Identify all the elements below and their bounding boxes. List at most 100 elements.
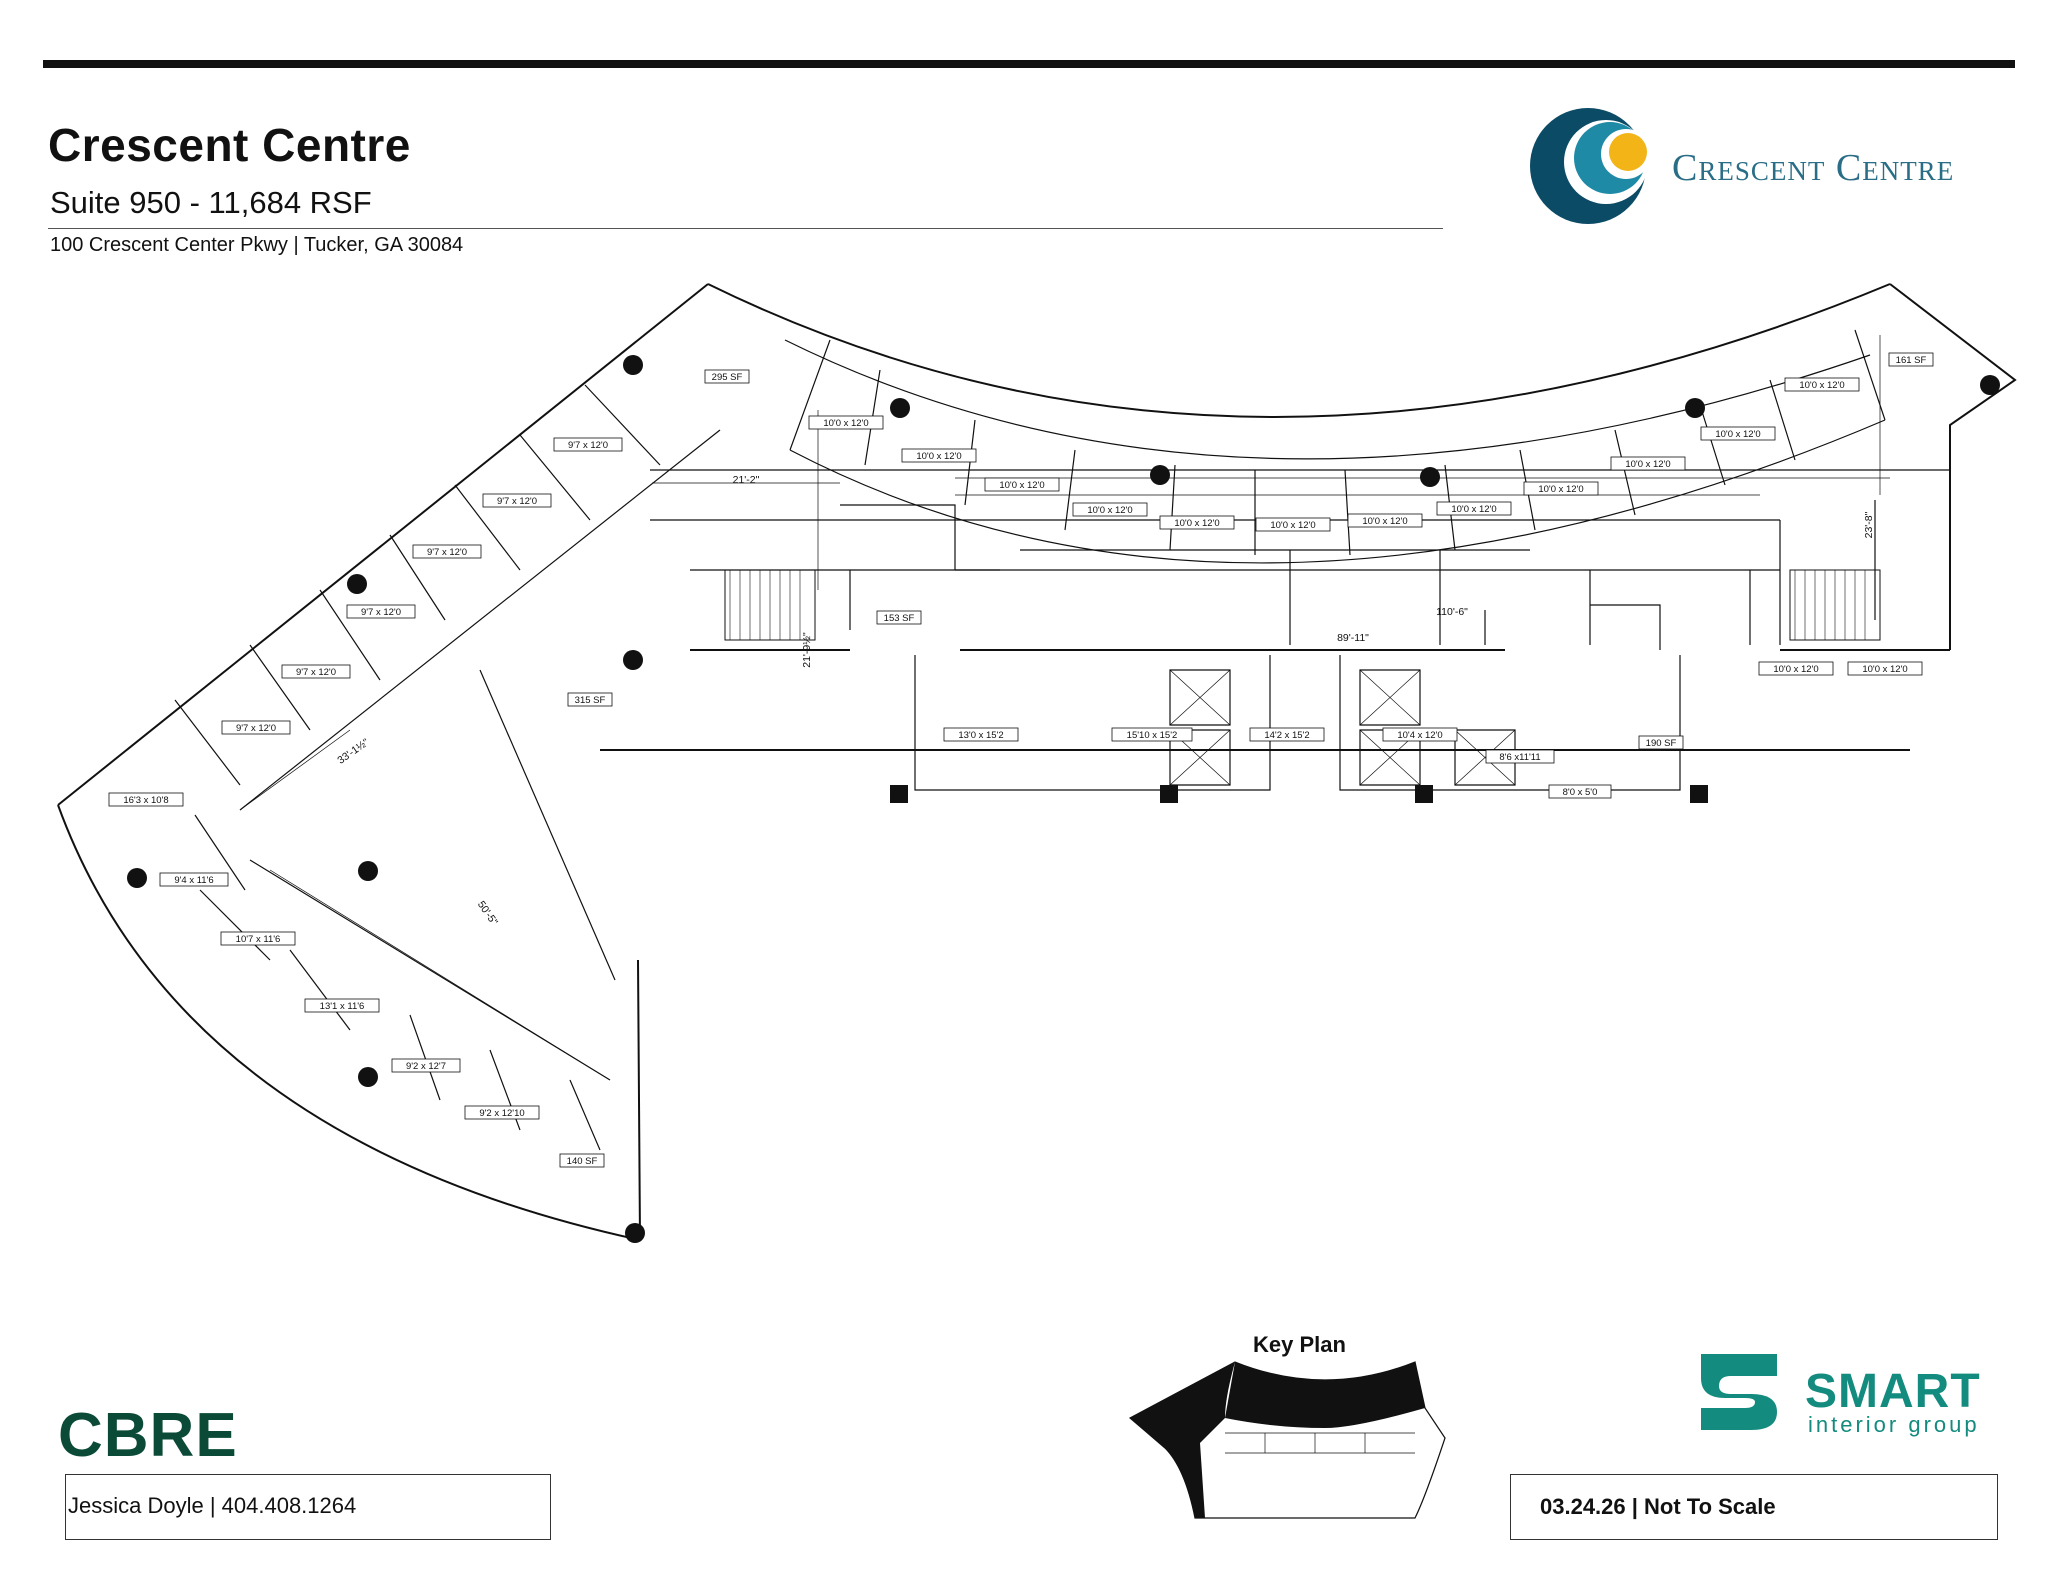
svg-text:9'7 x 12'0: 9'7 x 12'0 [361, 607, 401, 618]
smart-logo-tagline: interior group [1808, 1412, 1980, 1437]
svg-text:9'7 x 12'0: 9'7 x 12'0 [568, 440, 608, 451]
svg-text:153 SF: 153 SF [884, 613, 915, 624]
room-label: 13'1 x 11'6 [304, 998, 380, 1013]
svg-text:14'2 x 15'2: 14'2 x 15'2 [1264, 730, 1309, 741]
room-label: 140 SF [559, 1153, 605, 1168]
crescent-logo-text: Crescent Centre [1672, 147, 1955, 189]
room-label: 9'7 x 12'0 [412, 544, 482, 559]
svg-text:8'0 x 5'0: 8'0 x 5'0 [1563, 787, 1598, 798]
svg-text:10'0 x 12'0: 10'0 x 12'0 [999, 480, 1044, 491]
room-label: 9'7 x 12'0 [281, 664, 351, 679]
room-label: 13'0 x 15'2 [943, 727, 1019, 742]
svg-text:10'0 x 12'0: 10'0 x 12'0 [1715, 429, 1760, 440]
svg-text:10'0 x 12'0: 10'0 x 12'0 [1087, 505, 1132, 516]
header-divider [48, 228, 1443, 229]
room-label: 9'2 x 12'10 [464, 1105, 540, 1120]
room-label: 315 SF [567, 692, 613, 707]
room-label: 10'0 x 12'0 [1784, 377, 1860, 392]
smart-logo-text: SMART [1805, 1365, 1981, 1418]
smart-logo-icon [1701, 1354, 1777, 1430]
svg-text:10'0 x 12'0: 10'0 x 12'0 [1799, 380, 1844, 391]
dimension-labels: 21'-2"21'-9½"110'-6"89'-11"23'-8"33'-1½"… [335, 474, 1875, 928]
west-arc-wall [57, 804, 641, 1241]
svg-text:10'0 x 12'0: 10'0 x 12'0 [916, 451, 961, 462]
room-label: 10'0 x 12'0 [984, 477, 1060, 492]
contact-box [65, 1474, 551, 1540]
room-label: 10'0 x 12'0 [808, 415, 884, 430]
dimension-label: 23'-8" [1863, 511, 1875, 538]
svg-text:10'4 x 12'0: 10'4 x 12'0 [1397, 730, 1442, 741]
dimension-label: 50'-5" [475, 899, 500, 928]
room-label: 10'0 x 12'0 [1347, 513, 1423, 528]
page-title: Crescent Centre [48, 119, 411, 171]
dimension-label: 33'-1½" [335, 736, 371, 766]
svg-text:10'0 x 12'0: 10'0 x 12'0 [1862, 664, 1907, 675]
crescent-logo-icon [1530, 108, 1651, 224]
svg-text:10'0 x 12'0: 10'0 x 12'0 [1625, 459, 1670, 470]
north-arc-wall [707, 283, 1891, 418]
svg-text:10'7 x 11'6: 10'7 x 11'6 [236, 934, 281, 945]
address: 100 Crescent Center Pkwy | Tucker, GA 30… [50, 234, 464, 256]
svg-text:9'7 x 12'0: 9'7 x 12'0 [497, 496, 537, 507]
room-label: 9'4 x 11'6 [159, 872, 229, 887]
room-label: 15'10 x 15'2 [1111, 727, 1193, 742]
room-label: 190 SF [1638, 735, 1684, 750]
svg-text:9'7 x 12'0: 9'7 x 12'0 [236, 723, 276, 734]
svg-text:10'0 x 12'0: 10'0 x 12'0 [823, 418, 868, 429]
cbre-logo: CBRE [58, 1401, 238, 1470]
room-label: 10'0 x 12'0 [1758, 661, 1834, 676]
floor-plan: 295 SF 9'7 x 12'0 9'7 x 12'0 9'7 x 12'0 9'7 … [57, 283, 2017, 1243]
room-label: 14'2 x 15'2 [1249, 727, 1325, 742]
room-label: 295 SF [704, 369, 750, 384]
svg-text:9'4 x 11'6: 9'4 x 11'6 [174, 875, 213, 886]
room-label: 161 SF [1888, 352, 1934, 367]
date-box [1510, 1474, 1998, 1540]
dimension-label: 21'-2" [733, 474, 760, 486]
open-area-wall [479, 669, 616, 981]
north-arc-inner [784, 339, 1871, 460]
date-scale-note: 03.24.26 | Not To Scale [1540, 1494, 1776, 1519]
room-labels: 295 SF 9'7 x 12'0 9'7 x 12'0 9'7 x 12'0 9'7 … [108, 352, 1934, 1168]
svg-text:9'2 x 12'7: 9'2 x 12'7 [406, 1061, 446, 1072]
west-corridor-wall-north [239, 429, 721, 811]
svg-text:15'10 x 15'2: 15'10 x 15'2 [1127, 730, 1178, 741]
broker-contact: Jessica Doyle | 404.408.1264 [68, 1493, 357, 1518]
room-label: 10'0 x 12'0 [1436, 501, 1512, 516]
dimension-label: 110'-6" [1436, 606, 1468, 618]
key-plan-title: Key Plan [1253, 1332, 1346, 1357]
svg-text:161 SF: 161 SF [1896, 355, 1927, 366]
southwest-wall [637, 959, 641, 1241]
room-label: 9'2 x 12'7 [391, 1058, 461, 1073]
svg-text:190 SF: 190 SF [1646, 738, 1677, 749]
svg-text:9'7 x 12'0: 9'7 x 12'0 [296, 667, 336, 678]
room-label: 10'0 x 12'0 [1700, 426, 1776, 441]
room-label: 10'0 x 12'0 [1159, 515, 1235, 530]
room-label: 10'0 x 12'0 [1255, 517, 1331, 532]
svg-text:140 SF: 140 SF [567, 1156, 598, 1167]
svg-text:13'1 x 11'6: 13'1 x 11'6 [320, 1001, 365, 1012]
svg-text:16'3 x 10'8: 16'3 x 10'8 [123, 795, 168, 806]
room-label: 10'0 x 12'0 [1523, 481, 1599, 496]
room-label: 9'7 x 12'0 [482, 493, 552, 508]
key-plan [1128, 1361, 1446, 1519]
svg-text:9'7 x 12'0: 9'7 x 12'0 [427, 547, 467, 558]
columns [127, 355, 2000, 1243]
northwest-wall [57, 283, 709, 806]
svg-text:8'6 x11'11: 8'6 x11'11 [1499, 752, 1540, 763]
east-wall [1889, 283, 2017, 650]
north-corridor-wall [789, 419, 1886, 564]
svg-text:295 SF: 295 SF [712, 372, 743, 383]
svg-text:9'2 x 12'10: 9'2 x 12'10 [479, 1108, 524, 1119]
svg-text:10'0 x 12'0: 10'0 x 12'0 [1174, 518, 1219, 529]
room-label: 8'0 x 5'0 [1548, 784, 1612, 799]
room-label: 10'0 x 12'0 [1847, 661, 1923, 676]
room-label: 10'4 x 12'0 [1382, 727, 1458, 742]
svg-text:10'0 x 12'0: 10'0 x 12'0 [1538, 484, 1583, 495]
room-label: 9'7 x 12'0 [553, 437, 623, 452]
dimension-label: 89'-11" [1337, 632, 1369, 644]
room-label: 9'7 x 12'0 [221, 720, 291, 735]
svg-text:10'0 x 12'0: 10'0 x 12'0 [1773, 664, 1818, 675]
top-rule [43, 60, 2015, 68]
svg-text:315 SF: 315 SF [575, 695, 606, 706]
suite-subtitle: Suite 950 - 11,684 RSF [50, 185, 372, 220]
